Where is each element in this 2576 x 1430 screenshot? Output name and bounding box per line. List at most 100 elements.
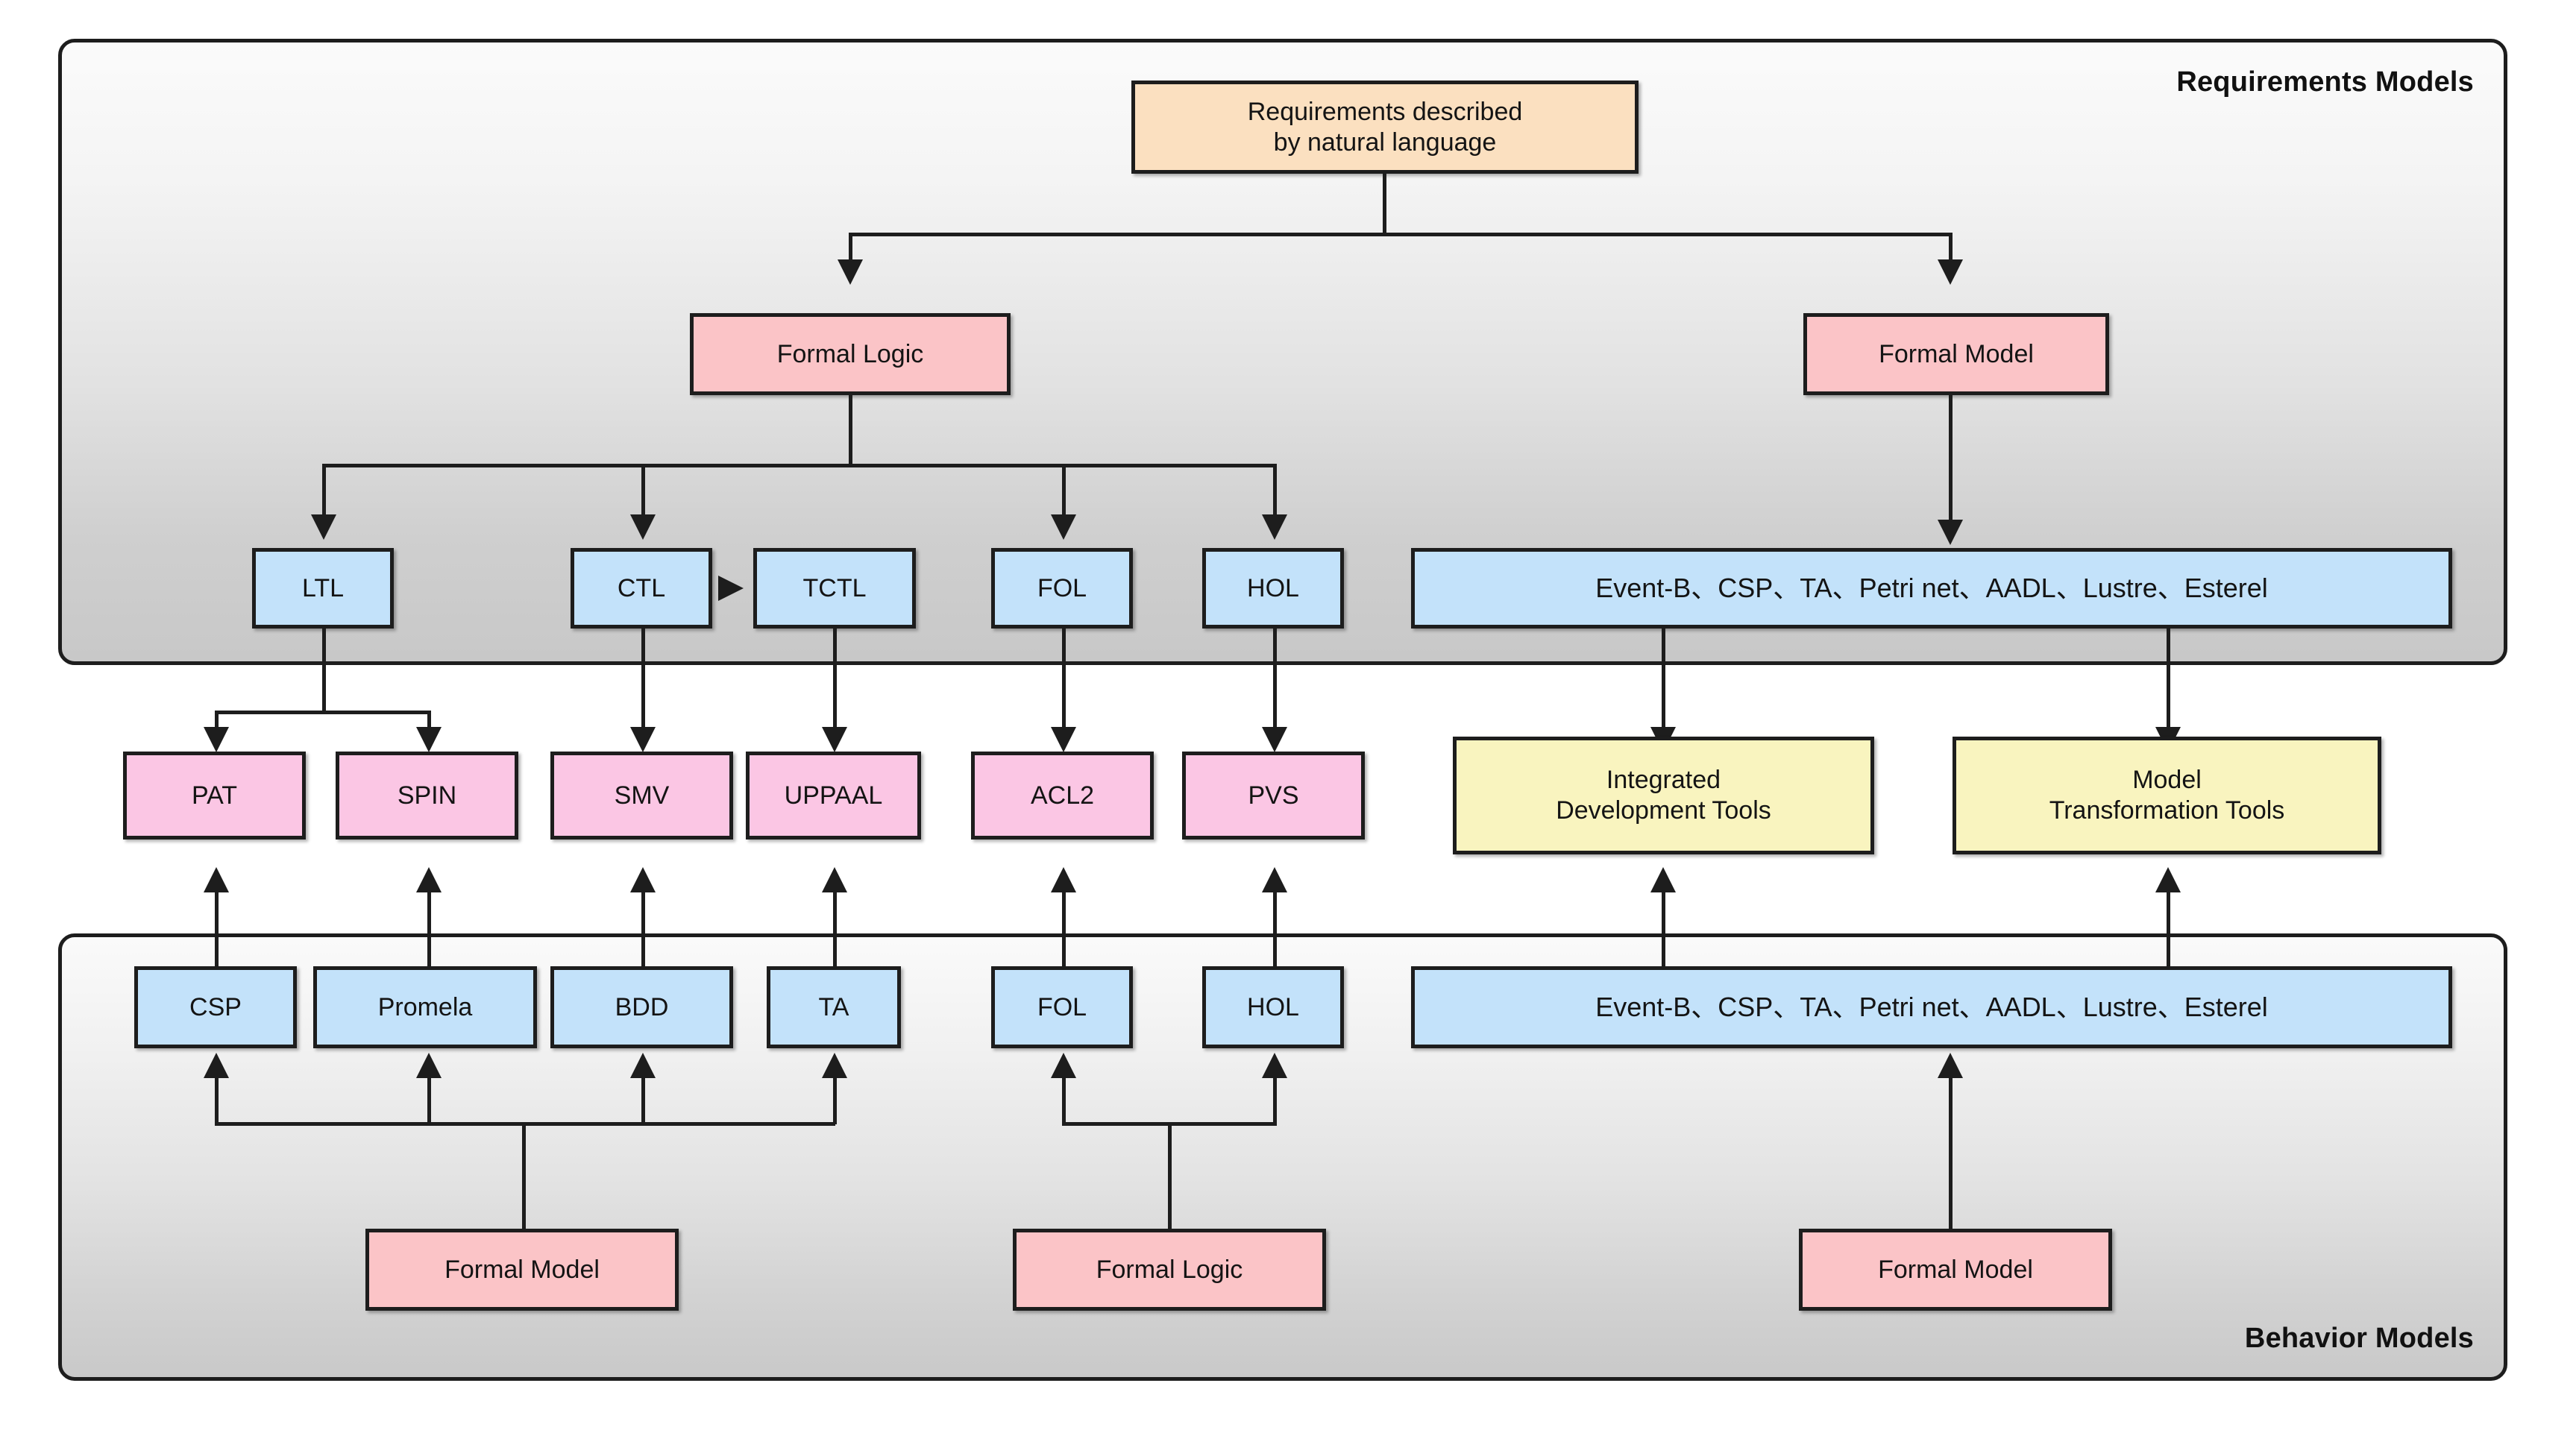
mtt-line-2: Transformation Tools	[2049, 796, 2285, 825]
node-beh-csp: CSP	[134, 966, 297, 1048]
node-beh-promela: Promela	[313, 966, 537, 1048]
node-req-notations: Event-B、CSP、TA、Petri net、AADL、Lustre、Est…	[1411, 548, 2452, 629]
pat-label: PAT	[191, 781, 238, 810]
spin-label: SPIN	[397, 781, 457, 810]
arrowhead-mtt-from-notations	[2155, 867, 2181, 892]
node-acl2: ACL2	[971, 752, 1154, 840]
edge-fl-bus	[322, 464, 1277, 467]
edge-bhol-to-pvs	[1273, 886, 1277, 966]
edge-ltl-bus	[215, 711, 431, 714]
edge-bfl-bus	[1062, 1122, 1277, 1126]
node-beh-fol: FOL	[991, 966, 1133, 1048]
beh-promela-label: Promela	[377, 992, 473, 1021]
node-integrated-development-tools: Integrated Development Tools	[1453, 737, 1874, 854]
edge-bfmr-to-notations	[1949, 1074, 1953, 1229]
ltl-label: LTL	[301, 573, 345, 602]
node-smv: SMV	[550, 752, 733, 840]
beh-fol-label: FOL	[1037, 992, 1087, 1021]
arrowhead-ctl	[630, 514, 656, 540]
smv-label: SMV	[614, 781, 670, 810]
beh-notations-label: Event-B、CSP、TA、Petri net、AADL、Lustre、Est…	[1595, 992, 2268, 1023]
beh-hol-label: HOL	[1247, 992, 1299, 1021]
arrowhead-spin	[416, 727, 442, 752]
edge-bfm-to-bdd	[641, 1074, 645, 1124]
node-beh-formal-logic: Formal Logic	[1013, 1229, 1326, 1311]
edge-bfl-to-hol	[1273, 1074, 1277, 1124]
node-ltl: LTL	[252, 548, 394, 629]
edge-ta-to-uppaal	[833, 886, 837, 966]
req-notations-label: Event-B、CSP、TA、Petri net、AADL、Lustre、Est…	[1595, 573, 2268, 604]
arrowhead-formal-logic	[838, 259, 863, 285]
edge-ltl-stem	[322, 629, 326, 714]
beh-csp-label: CSP	[189, 992, 242, 1021]
arrowhead-hol	[1262, 514, 1287, 540]
edge-fl-stem	[849, 395, 852, 466]
node-hol: HOL	[1202, 548, 1344, 629]
arrowhead-fol-from-formal-logic	[1051, 1053, 1076, 1078]
edge-root-bus	[849, 233, 1953, 236]
node-beh-notations: Event-B、CSP、TA、Petri net、AADL、Lustre、Est…	[1411, 966, 2452, 1048]
edge-ctl-to-smv	[641, 629, 645, 734]
idt-line-1: Integrated	[1606, 766, 1721, 795]
tctl-label: TCTL	[802, 573, 867, 602]
arrowhead-pvs	[1262, 727, 1287, 752]
arrowhead-csp-from-formal-model	[204, 1053, 229, 1078]
edge-tctl-to-uppaal	[833, 629, 837, 734]
node-pat: PAT	[123, 752, 306, 840]
arrowhead-tctl	[718, 576, 744, 601]
arrowhead-ltl	[311, 514, 336, 540]
edge-bfm-to-ta	[833, 1074, 837, 1124]
arrowhead-promela-from-formal-model	[416, 1053, 442, 1078]
acl2-label: ACL2	[1030, 781, 1095, 810]
behavior-models-title: Behavior Models	[2244, 1323, 2474, 1354]
edge-bfl-to-fol	[1062, 1074, 1066, 1124]
idt-line-2: Development Tools	[1556, 796, 1771, 825]
beh-ta-label: TA	[818, 992, 849, 1021]
node-beh-bdd: BDD	[550, 966, 733, 1048]
arrowhead-ta-from-formal-model	[822, 1053, 847, 1078]
edge-promela-to-spin	[427, 886, 431, 966]
arrowhead-acl2-from-fol	[1051, 867, 1076, 892]
node-ctl: CTL	[571, 548, 712, 629]
arrowhead-spin-from-promela	[416, 867, 442, 892]
edge-csp-to-pat	[215, 886, 219, 966]
edge-bnotations-to-mtt	[2167, 886, 2170, 966]
arrowhead-notations-from-formal-model	[1938, 1053, 1963, 1078]
arrowhead-hol-from-formal-logic	[1262, 1053, 1287, 1078]
arrowhead-req-notations	[1938, 520, 1963, 545]
edge-root-stem	[1383, 174, 1386, 235]
node-pvs: PVS	[1182, 752, 1365, 840]
arrowhead-uppaal-from-ta	[822, 867, 847, 892]
node-req-formal-logic: Formal Logic	[690, 313, 1011, 395]
requirements-models-title: Requirements Models	[2176, 66, 2474, 98]
node-tctl: TCTL	[753, 548, 916, 629]
node-spin: SPIN	[336, 752, 518, 840]
fol-label: FOL	[1037, 573, 1087, 602]
arrowhead-pat-from-csp	[204, 867, 229, 892]
beh-formal-logic-label: Formal Logic	[1096, 1255, 1243, 1284]
edge-fl-to-ctl	[641, 464, 645, 523]
edge-bfm-to-promela	[427, 1074, 431, 1124]
edge-hol-to-pvs	[1273, 629, 1277, 734]
req-formal-model-label: Formal Model	[1879, 339, 2034, 368]
edge-bfol-to-acl2	[1062, 886, 1066, 966]
req-formal-logic-label: Formal Logic	[776, 339, 924, 368]
node-uppaal: UPPAAL	[746, 752, 921, 840]
arrowhead-bdd-from-formal-model	[630, 1053, 656, 1078]
edge-fl-to-ltl	[322, 464, 326, 523]
edge-root-to-formal-model	[1949, 233, 1953, 268]
ctl-label: CTL	[617, 573, 666, 602]
arrowhead-uppaal	[822, 727, 847, 752]
pvs-label: PVS	[1248, 781, 1299, 810]
beh-formal-model-left-label: Formal Model	[444, 1255, 600, 1284]
arrowhead-fol	[1051, 514, 1076, 540]
arrowhead-smv	[630, 727, 656, 752]
beh-formal-model-right-label: Formal Model	[1878, 1255, 2033, 1284]
beh-bdd-label: BDD	[615, 992, 669, 1021]
root-line-1: Requirements described	[1247, 97, 1523, 126]
mtt-line-1: Model	[2132, 766, 2202, 795]
node-beh-formal-model-left: Formal Model	[365, 1229, 679, 1311]
edge-fl-to-fol	[1062, 464, 1066, 523]
edge-bnotations-to-idt	[1662, 886, 1665, 966]
